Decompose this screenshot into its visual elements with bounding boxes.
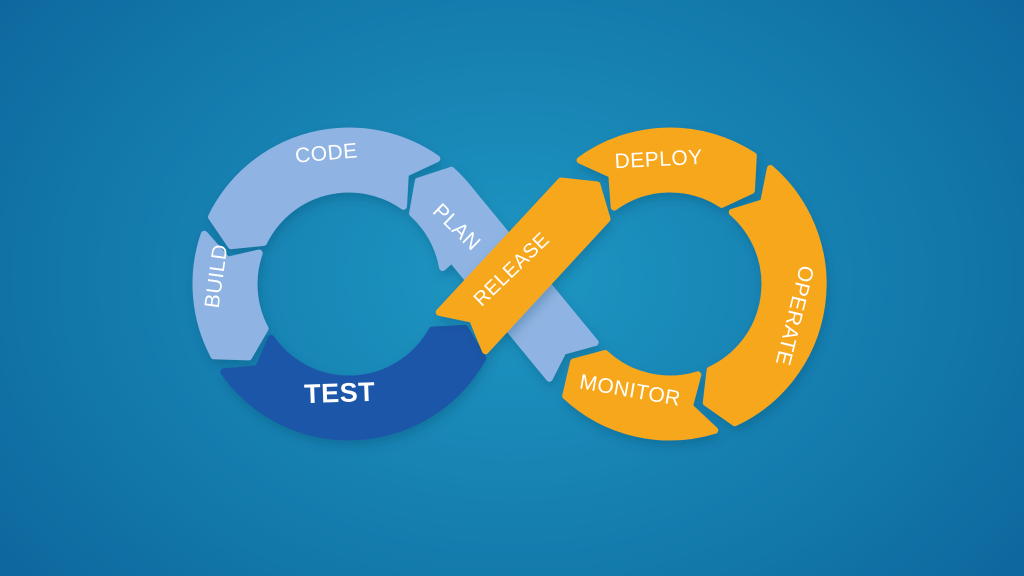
segment-build [192,230,269,361]
segment-monitor [562,350,719,441]
label-test: TEST [304,377,376,409]
segment-deploy [576,127,757,211]
segment-plan [409,166,504,271]
label-deploy: DEPLOY [614,146,703,174]
segment-test [220,324,487,441]
release-ribbon [435,177,611,355]
segment-operate [702,165,827,427]
segment-code [208,127,441,250]
label-code: CODE [294,139,358,167]
